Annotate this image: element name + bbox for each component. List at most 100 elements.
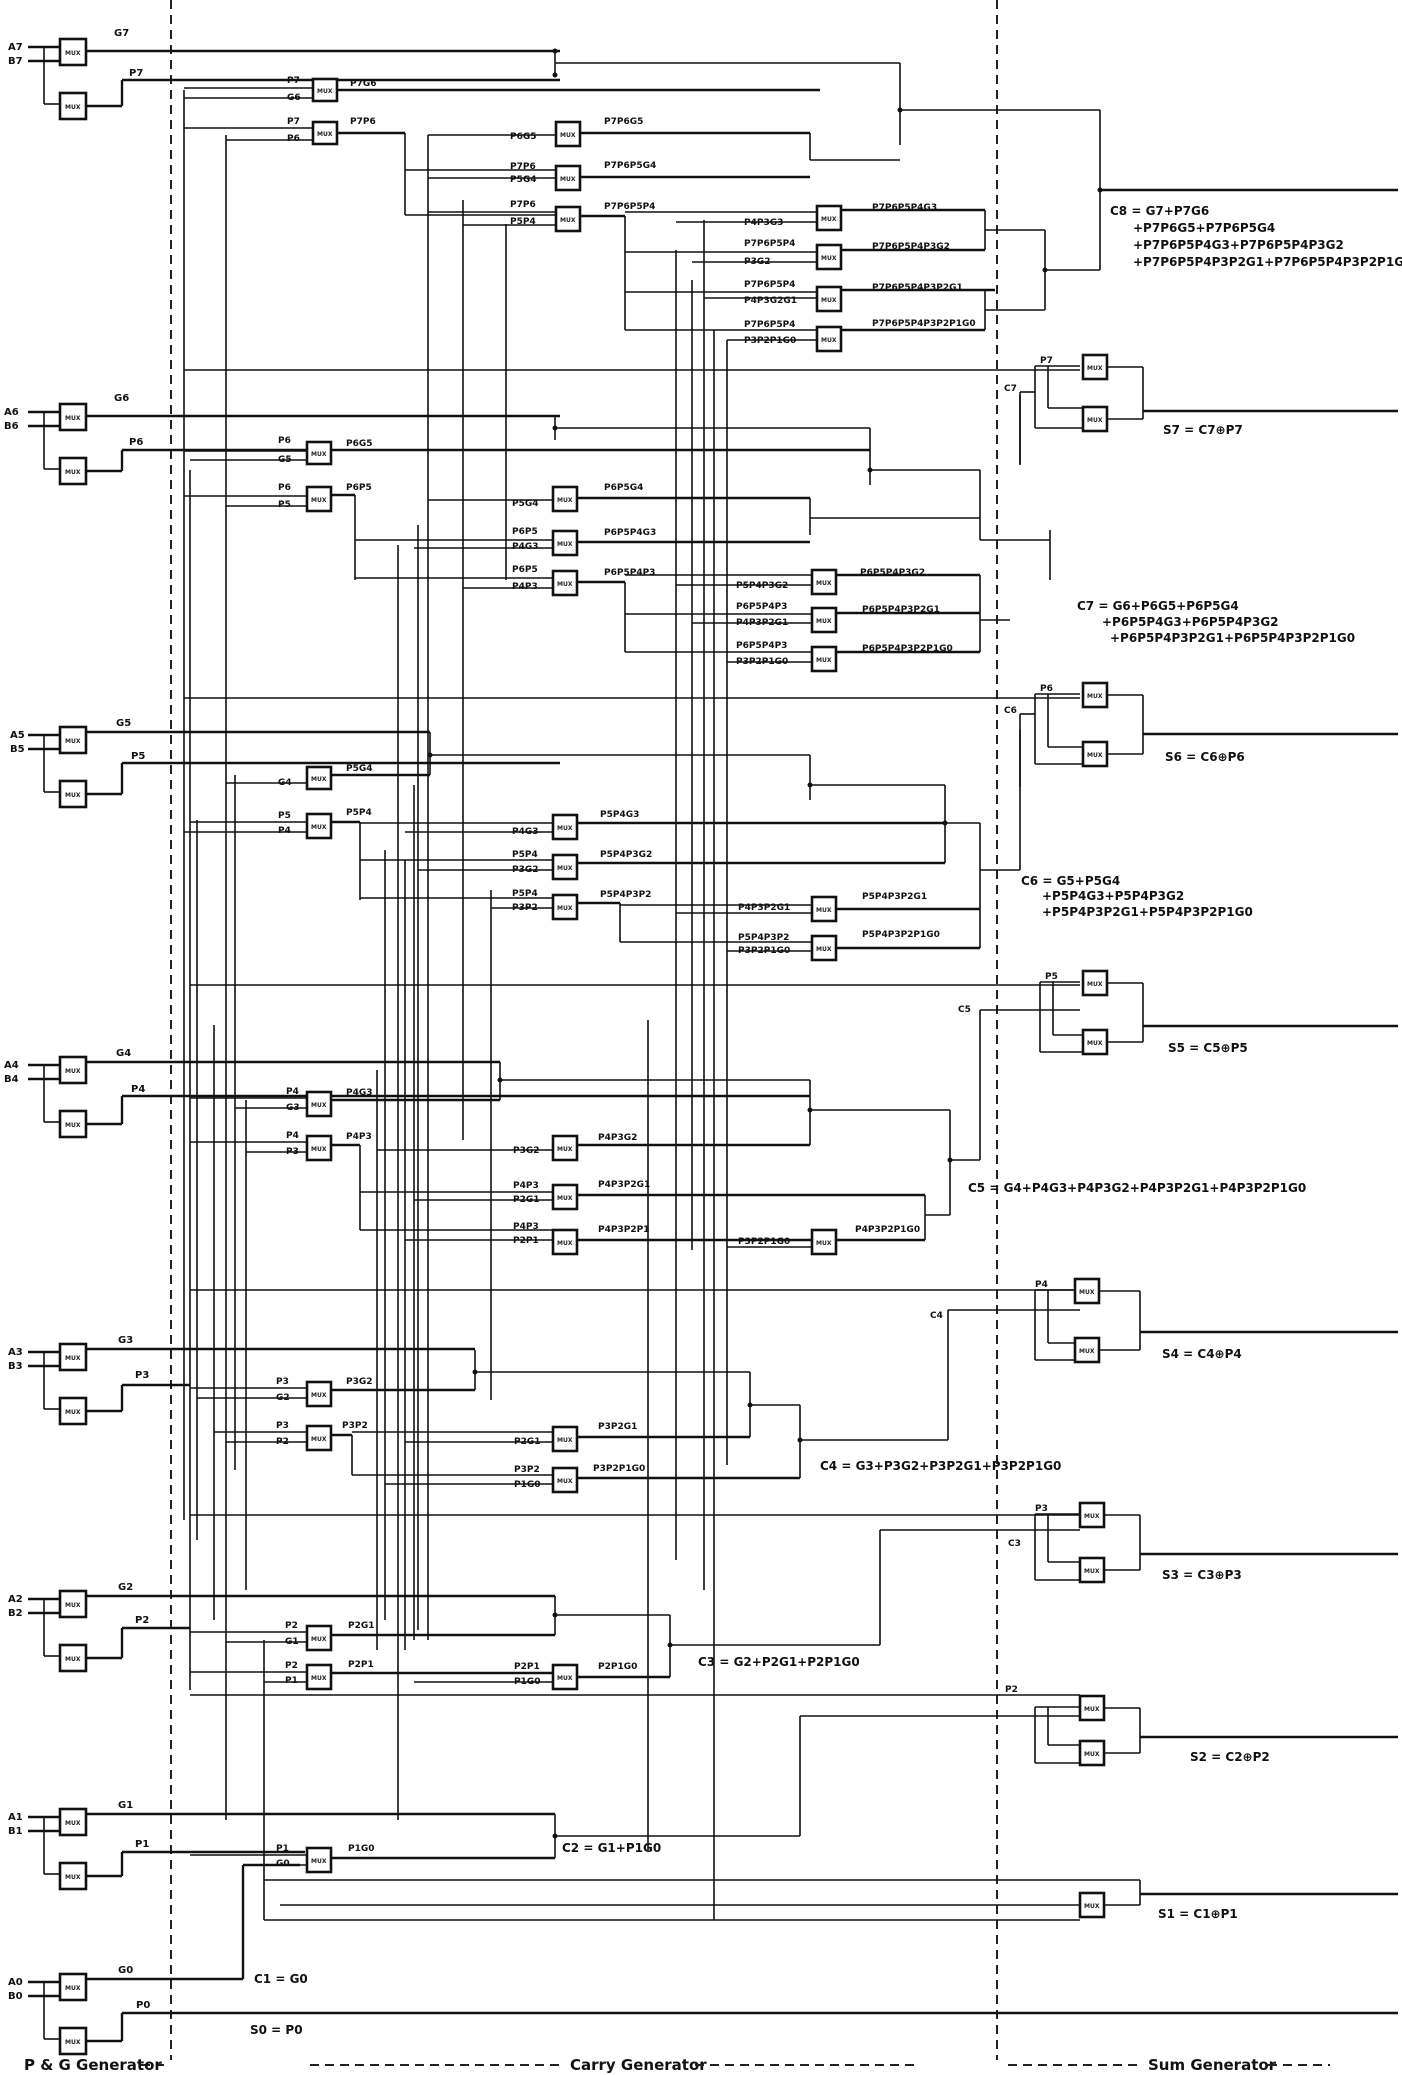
signal-label: P5G4	[512, 499, 539, 509]
signal-label: P2	[285, 1621, 298, 1631]
pg-mux-g6	[58, 402, 88, 432]
signal-label: P1	[276, 1844, 289, 1854]
signal-label: P3P2	[512, 903, 538, 913]
mux-gate-label: MUX	[557, 865, 573, 872]
signal-label: P6P5P4P3P2P1G0	[862, 644, 953, 654]
signal-label: P2G1	[513, 1195, 540, 1205]
sum-block-7: P7 C7 MUX MUX S7 = C7⊕P7	[1004, 353, 1398, 464]
pg-block-1: A1 B1 MUX MUX G1 P1	[8, 1800, 555, 1891]
mux-gate	[305, 812, 333, 840]
signal-label: P4	[1035, 1280, 1048, 1290]
signal-label: P5P4P3P2	[738, 933, 789, 943]
mux-gate-label: MUX	[311, 1102, 327, 1109]
term-labels-2: P2G1 P2P1 P2P1G0 P2 G1 P2 P1 P2P1 P1G0	[285, 1621, 637, 1687]
term-labels-1: P1G0 P1 G0	[276, 1844, 375, 1869]
mux-gate	[305, 1090, 333, 1118]
pg-mux-g2	[58, 1589, 88, 1619]
mux-gate-label: MUX	[557, 541, 573, 548]
carry-group-7: MUX MUX MUX MUX MUX MUX MUX MUX MUX	[184, 51, 1398, 353]
signal-label: P7P6	[510, 200, 536, 210]
mux-gate-label: MUX	[317, 131, 333, 138]
mux-gate	[551, 813, 579, 841]
signal-label: P1	[285, 1676, 298, 1686]
mux-gate-label: MUX	[816, 618, 832, 625]
signal-label: P5	[1045, 972, 1058, 982]
signal-label: P7P6P5P4P3G2	[872, 242, 950, 252]
mux-gate-label: MUX	[557, 1146, 573, 1153]
mux-gate	[815, 285, 843, 313]
signal-label: G2	[276, 1393, 290, 1403]
mux-gate	[554, 205, 582, 233]
signal-label: P5	[278, 500, 291, 510]
mux-gate-label: MUX	[816, 946, 832, 953]
signal-label: P4P3	[346, 1132, 372, 1142]
s2-equation: S2 = C2⊕P2	[1190, 1750, 1270, 1764]
input-b1-label: B1	[8, 1826, 23, 1837]
mux-gate	[305, 1663, 333, 1691]
signal-label: G3	[286, 1103, 300, 1113]
signal-label: P5G4	[510, 175, 537, 185]
signal-label: P4P3P2P1G0	[855, 1225, 920, 1235]
p2-label: P2	[135, 1615, 149, 1626]
mux-gate-label: MUX	[557, 581, 573, 588]
carry-equations: C8 = G7+P7G6 +P7P6G5+P7P6P5G4 +P7P6P5P4G…	[250, 204, 1402, 2037]
mux-gate-label: MUX	[1087, 981, 1103, 988]
pg-mux-p7	[58, 91, 88, 121]
vertical-bus-lines	[183, 90, 728, 1920]
mux-gate-label: MUX	[311, 451, 327, 458]
sum-mux-2b	[1078, 1739, 1106, 1767]
signal-label: P4P3P2P1	[598, 1225, 649, 1235]
mux-gate-label: MUX	[65, 1656, 81, 1663]
mux-gate-label: MUX	[816, 657, 832, 664]
c7-equation-line-2: +P6P5P4G3+P6P5P4P3G2	[1102, 615, 1279, 629]
p0-label: P0	[136, 2000, 150, 2011]
sum-mux-7a	[1081, 353, 1109, 381]
mux-gate-label: MUX	[65, 104, 81, 111]
signal-label: P4P3G2G1	[744, 296, 797, 306]
input-b7-label: B7	[8, 56, 23, 67]
signal-label: P6P5G4	[604, 483, 643, 493]
mux-gate	[551, 569, 579, 597]
carry-generator-label: Carry Generator	[570, 2056, 707, 2074]
pg-mux-p1	[58, 1861, 88, 1891]
mux-gate-label: MUX	[557, 1195, 573, 1202]
input-a1-label: A1	[8, 1812, 23, 1823]
signal-label: P6	[278, 436, 291, 446]
mux-gate-label: MUX	[311, 497, 327, 504]
signal-label: P3P2P1G0	[738, 946, 790, 956]
pg-mux-p0	[58, 2026, 88, 2056]
signal-label: P7P6P5P4P3P2P1G0	[872, 319, 976, 329]
pg-mux-g0	[58, 1972, 88, 2002]
signal-label: P2P1	[513, 1236, 539, 1246]
mux-gate-label: MUX	[1087, 1040, 1103, 1047]
signal-label: P2P1G0	[598, 1662, 637, 1672]
input-a5-label: A5	[10, 730, 25, 741]
signal-label: C3	[1008, 1539, 1021, 1549]
sum-block-1: MUX S1 = C1⊕P1	[1078, 1879, 1398, 1921]
mux-gate-label: MUX	[1087, 752, 1103, 759]
mux-gate	[305, 1134, 333, 1162]
signal-label: P7P6P5P4	[744, 280, 795, 290]
signal-label: P6P5P4P3	[736, 641, 787, 651]
pg-block-4: A4 B4 MUX MUX G4 P4	[4, 1048, 810, 1139]
mux-gate	[810, 1228, 838, 1256]
signal-label: P3G2	[513, 1146, 540, 1156]
signal-label: P7P6	[350, 117, 376, 127]
signal-label: P4G3	[346, 1088, 373, 1098]
pg-mux-g4	[58, 1055, 88, 1085]
signal-label: P2G1	[348, 1621, 375, 1631]
mux-gate	[305, 1846, 333, 1874]
signal-label: P5P4	[512, 889, 538, 899]
sum-block-2: P2 MUX MUX S2 = C2⊕P2	[1005, 1685, 1398, 1767]
signal-label: P6P5	[346, 483, 372, 493]
signal-label: P2	[285, 1661, 298, 1671]
s3-equation: S3 = C3⊕P3	[1162, 1568, 1242, 1582]
pg-generator: A7 B7 MUX MUX G7 P7 A6 B6 MUX	[4, 28, 1398, 2056]
junction-dots	[427, 48, 1103, 1839]
signal-label: C7	[1004, 384, 1017, 394]
c5-equation: C5 = G4+P4G3+P4P3G2+P4P3P2G1+P4P3P2P1G0	[968, 1181, 1306, 1195]
mux-gate-label: MUX	[1084, 1903, 1100, 1910]
mux-gate-label: MUX	[1084, 1568, 1100, 1575]
signal-label: P2	[1005, 1685, 1018, 1695]
pg-mux-p3	[58, 1396, 88, 1426]
